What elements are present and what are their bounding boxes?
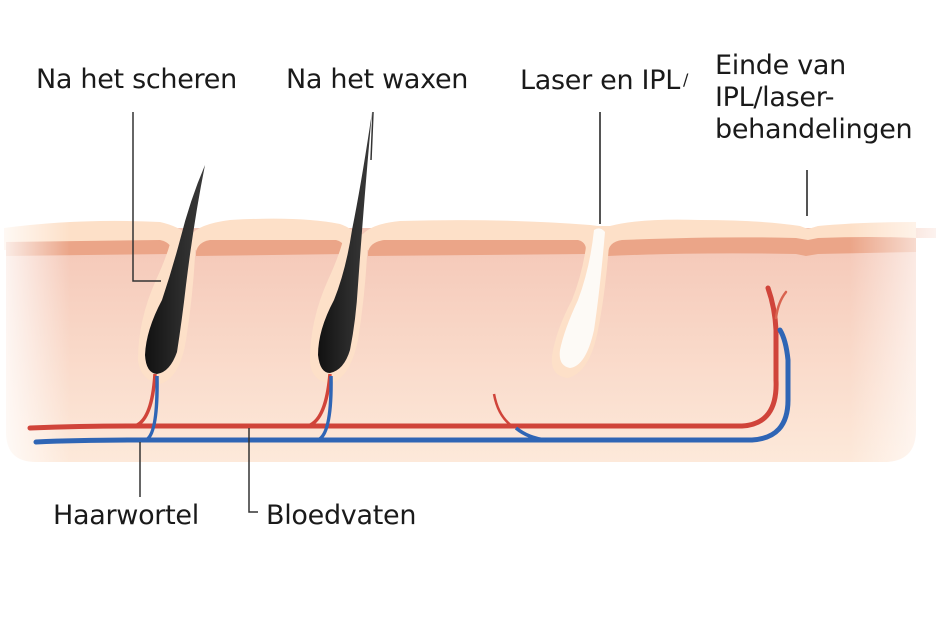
label-end-of-treatment: Einde van IPL/laser- behandelingen <box>715 50 913 146</box>
label-end-line-2: IPL/laser- <box>715 82 835 113</box>
leader-line-after-shaving <box>132 112 161 282</box>
epidermis-band <box>368 240 586 256</box>
artery-branch-hair2 <box>307 373 332 428</box>
right-edge-fade <box>850 215 944 470</box>
label-end-line-1: Einde van <box>715 50 846 81</box>
label-end-line-3: behandelingen <box>715 114 913 145</box>
vein-branch-hair1 <box>144 375 159 442</box>
label-after-waxing: Na het waxen <box>286 64 469 95</box>
vein-branch-hair2 <box>317 375 333 442</box>
follicle-laser-empty <box>559 228 605 368</box>
epidermis-band <box>608 237 916 256</box>
artery-branch-fork <box>774 290 788 320</box>
label-laser-ipl: Laser en IPL/ <box>520 64 688 97</box>
epidermis-band <box>196 240 346 256</box>
label-after-shaving: Na het scheren <box>36 64 237 95</box>
hair-shaved <box>145 165 205 374</box>
left-edge-fade <box>0 215 70 470</box>
slash-mark: / <box>682 70 689 89</box>
vein-main <box>33 327 791 445</box>
dermis <box>6 228 936 462</box>
artery-branch-laser <box>492 393 513 428</box>
label-laser-ipl-text: Laser en IPL <box>520 65 680 96</box>
label-hair-root: Haarwortel <box>53 500 199 531</box>
label-blood-vessels: Bloedvaten <box>266 500 417 531</box>
artery-main <box>27 285 779 431</box>
leader-line-blood-vessels <box>248 428 258 513</box>
vein-branch-laser <box>514 426 547 442</box>
leader-line-after-waxing <box>370 111 374 161</box>
artery-branch-hair1 <box>134 373 157 428</box>
hair-waxed <box>318 112 372 373</box>
